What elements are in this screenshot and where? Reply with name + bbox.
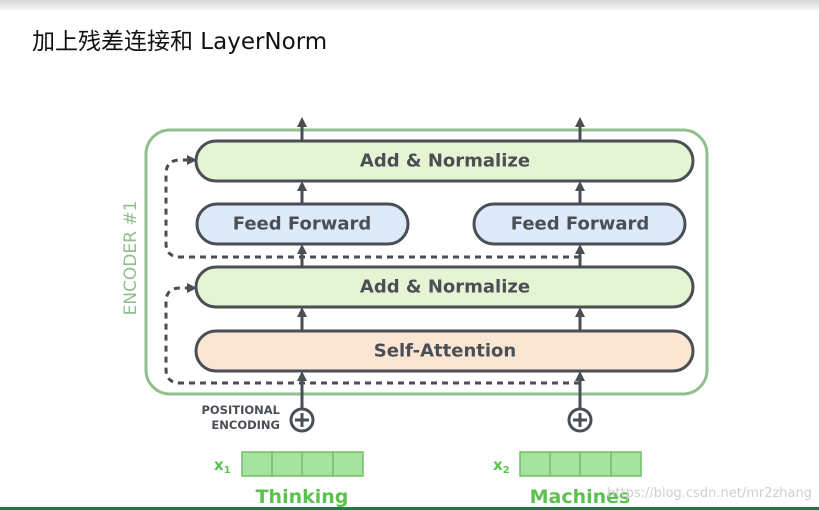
- encoder-label: ENCODER #1: [121, 201, 141, 316]
- bottom-bar: [0, 507, 819, 510]
- positional-encoding-label-line2: ENCODING: [211, 418, 280, 432]
- self-attention-box: [194, 329, 695, 373]
- input-x1-vector: [241, 451, 364, 477]
- input-x2-label: x2: [493, 456, 510, 476]
- watermark: https://blog.csdn.net/mr2zhang: [607, 486, 812, 501]
- input-word-thinking: Thinking: [256, 486, 349, 508]
- self-attention-label: Self-Attention: [374, 341, 516, 362]
- encoder-frame: [144, 128, 709, 396]
- positional-add-left-icon: [289, 407, 315, 433]
- feed-forward-right-label: Feed Forward: [511, 214, 649, 235]
- residual-connection-bottom: [164, 283, 580, 385]
- top-bar: [0, 0, 819, 10]
- add-normalize-bottom-label: Add & Normalize: [360, 277, 530, 298]
- positional-encoding-label-line1: POSITIONAL: [201, 403, 280, 417]
- slide-title: 加上残差连接和 LayerNorm: [32, 29, 328, 55]
- feed-forward-left-label: Feed Forward: [233, 214, 371, 235]
- residual-connection-top: [164, 155, 580, 259]
- positional-add-right-icon: [567, 407, 593, 433]
- add-normalize-top-label: Add & Normalize: [360, 151, 530, 172]
- input-word-machines: Machines: [530, 486, 631, 508]
- input-x1-label: x1: [214, 456, 231, 476]
- input-x2-vector: [519, 451, 642, 477]
